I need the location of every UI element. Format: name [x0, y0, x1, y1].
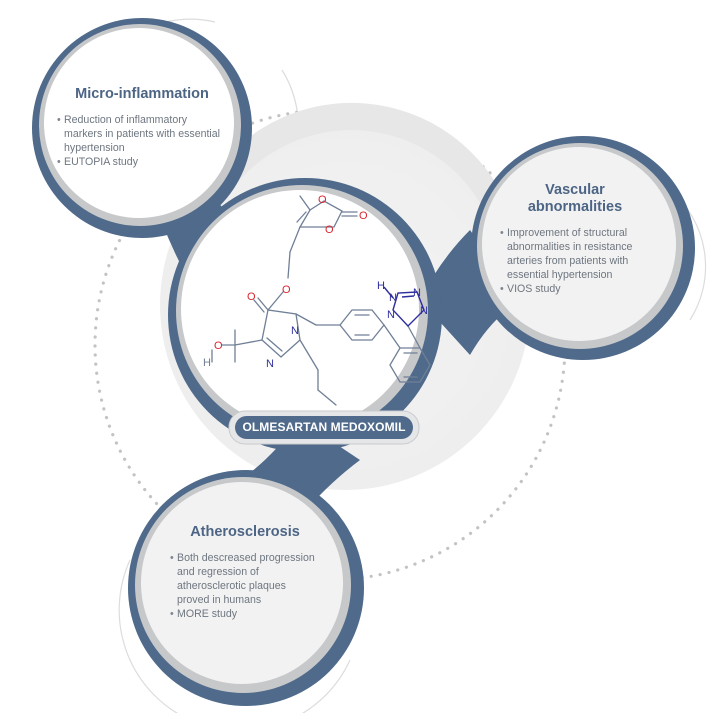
tetrazole [383, 286, 425, 328]
vascular-title-line2: abnormalities [527, 199, 623, 215]
atom-o-1: O [318, 194, 327, 206]
imidazole-double [266, 337, 283, 352]
connector-vasc-center [420, 230, 520, 355]
propyl-3 [317, 389, 337, 406]
ester-c-o-2 [253, 299, 265, 313]
vascular-bullet-2: VIOS study [500, 282, 650, 296]
atom-tet-h: H [377, 280, 385, 292]
atherosclerosis-card: Atherosclerosis Both descreased progress… [170, 524, 320, 621]
atom-ho-o: O [214, 340, 223, 352]
atom-o-5: O [247, 291, 256, 303]
atom-n-1: N [291, 325, 299, 337]
vascular-bullet-1: Improvement of structural abnormalities … [500, 226, 650, 282]
atom-labels: O O O O O O H N N H N N N N [203, 194, 428, 370]
molecule-structure [211, 195, 431, 406]
micro-bullet-1: Reduction of inflammatory markers in pat… [57, 113, 227, 155]
athero-bullet-2: MORE study [170, 607, 320, 621]
ch2-link [289, 226, 301, 253]
atom-o-2: O [359, 210, 368, 222]
tetrazole-ring [392, 291, 425, 328]
propyl-1 [299, 339, 319, 371]
dioxolone-double [296, 211, 307, 223]
dioxolone-ring [298, 200, 343, 228]
label-pill [235, 416, 413, 439]
athero-title: Atherosclerosis [190, 524, 300, 540]
atom-tet-n4: N [387, 309, 395, 321]
ester-c-o [257, 297, 269, 311]
center-disc [181, 190, 419, 428]
vascular-bullets: Improvement of structural abnormalities … [500, 226, 650, 296]
phenyl-tetrazole-link [407, 325, 421, 349]
micro-bullet-2: EUTOPIA study [57, 155, 227, 169]
atom-tet-n2: N [413, 287, 421, 299]
athero-outer-arc [118, 559, 351, 713]
methyl-top [299, 195, 311, 211]
ester-o-c [267, 291, 284, 311]
n-ch2 [295, 313, 317, 326]
ch2-o [287, 251, 291, 279]
background-disc-shade [190, 102, 520, 260]
olmesartan-medoxomil-label: OLMESARTAN MEDOXOMIL [242, 420, 406, 434]
tetrazole-double [401, 295, 415, 298]
atom-tet-n1: N [389, 292, 397, 304]
atom-o-3: O [325, 224, 334, 236]
athero-bullet-1: Both descreased progression and regressi… [170, 551, 320, 607]
atom-n-2: N [266, 358, 274, 370]
atom-o-4: O [282, 284, 291, 296]
micro-bullets: Reduction of inflammatory markers in pat… [57, 113, 227, 169]
nh-bond [383, 286, 394, 299]
vascular-title-line1: Vascular [545, 182, 605, 198]
c-quat [234, 339, 263, 346]
athero-bullets: Both descreased progression and regressi… [170, 551, 320, 621]
biphenyl-link [383, 324, 401, 349]
micro-title: Micro-inflammation [75, 86, 209, 102]
atom-ho-h: H [203, 357, 211, 369]
atom-tet-n3: N [420, 305, 428, 317]
imidazole-ring [261, 309, 301, 358]
micro-inflammation-card: Micro-inflammation Reduction of inflamma… [57, 86, 227, 169]
